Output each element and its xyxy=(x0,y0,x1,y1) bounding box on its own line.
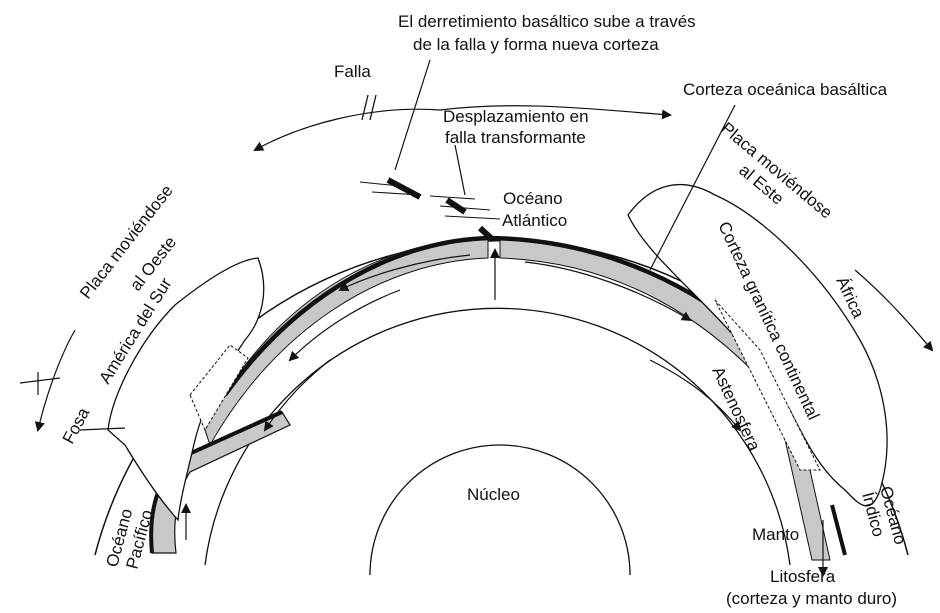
south-america-continent xyxy=(107,257,265,522)
west-plate-arrow xyxy=(34,329,76,432)
convection-arrow-west-1 xyxy=(338,254,471,291)
lithosphere-label-line1: Litosfera xyxy=(770,567,836,586)
east-plate-arrow xyxy=(854,269,934,352)
fault-label: Falla xyxy=(334,62,371,81)
core-label: Núcleo xyxy=(467,485,520,504)
transform-label-line2: falla transformante xyxy=(445,128,586,147)
africa-continent xyxy=(627,183,888,507)
leader-trench xyxy=(79,427,126,431)
mantle-inner-arc xyxy=(204,307,791,566)
core-arc xyxy=(369,444,631,576)
east-motion-arrow xyxy=(439,105,672,120)
ridge-hatching xyxy=(359,181,501,220)
transform-label-line1: Desplazamiento en xyxy=(443,107,589,126)
atlantic-label-line1: Océano xyxy=(503,189,563,208)
convection-arrow-west-2 xyxy=(288,289,401,362)
melt-label-line1: El derretimiento basáltico sube a través xyxy=(398,12,696,31)
leader-oceanic-crust xyxy=(649,104,736,271)
ridge-fault-segment-3 xyxy=(477,225,496,243)
mantle-label: Manto xyxy=(752,525,799,544)
convection-arrow-mantle xyxy=(263,359,331,432)
oceanic-crust-label: Corteza oceánica basáltica xyxy=(683,80,888,99)
west-motion-arrow xyxy=(253,108,441,151)
trench-marker xyxy=(19,372,61,395)
atlantic-label-line2: Atlántico xyxy=(502,211,567,230)
convection-arrow-east-2 xyxy=(649,359,742,432)
indian-slab-edge xyxy=(830,504,847,556)
convection-arrow-east-1 xyxy=(524,261,692,322)
lithosphere-label-line2: (corteza y manto duro) xyxy=(726,589,897,608)
south-america-rock-texture xyxy=(189,344,249,432)
trench-label: Fosa xyxy=(59,404,94,447)
fault-break-marks xyxy=(361,94,377,121)
leader-transform xyxy=(454,144,466,196)
ridge-fault-segment-2 xyxy=(445,197,467,215)
africa-rock-texture xyxy=(714,299,821,471)
leader-melt xyxy=(394,59,431,171)
melt-label-line2: de la falla y forma nueva corteza xyxy=(413,35,659,54)
